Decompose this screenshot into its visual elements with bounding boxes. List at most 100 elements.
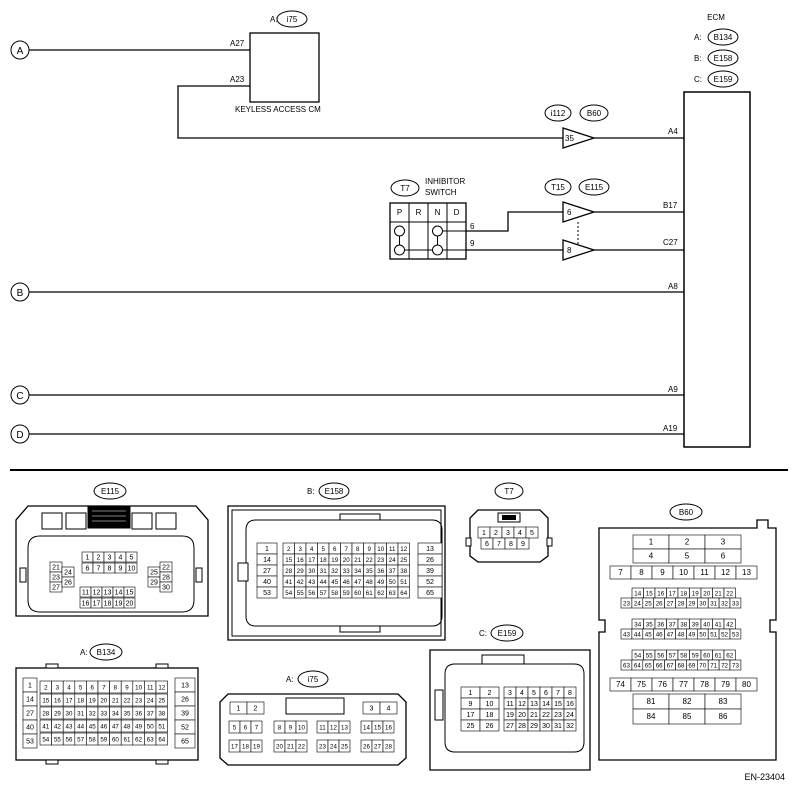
i75-pin-17: 17 <box>231 743 238 750</box>
b134-pin-5: 5 <box>79 684 83 691</box>
e158-pin-64-cell <box>397 586 410 599</box>
e115-pin-25: 25 <box>150 569 158 576</box>
b60-pin-62: 62 <box>726 652 733 659</box>
b60-pin-34: 34 <box>634 621 641 628</box>
e158-pin-47: 47 <box>354 579 361 586</box>
b60-pin-61: 61 <box>715 652 722 659</box>
e158-pin-37: 37 <box>389 568 396 575</box>
b60-pin-80: 80 <box>742 680 751 689</box>
b60-pin-53-cell <box>729 628 742 640</box>
b60-pin-30: 30 <box>699 600 706 607</box>
junction-i112-b60: i112 B60 35 <box>544 104 609 149</box>
b134-pin-39: 39 <box>181 710 189 717</box>
b60-pin-1: 1 <box>649 537 654 546</box>
b60-label: B60 <box>679 508 694 517</box>
b60-pin-21: 21 <box>715 590 722 597</box>
b60-pin-19: 19 <box>692 590 699 597</box>
e158-pin-31: 31 <box>320 568 327 575</box>
ecm-pin-b17: B17 <box>663 201 678 210</box>
b60-pin-57: 57 <box>669 652 676 659</box>
b134-pin-63: 63 <box>147 736 154 743</box>
e115-pin-18: 18 <box>104 600 112 607</box>
e159-pin-22: 22 <box>542 712 550 719</box>
signal-a-marker: A <box>10 40 30 60</box>
b134-pin-38: 38 <box>158 710 165 717</box>
i75-pin-22-cell <box>295 739 308 753</box>
e115-pin-23: 23 <box>52 574 60 581</box>
b60-pin-39: 39 <box>692 621 699 628</box>
b134-pin-62: 62 <box>135 736 142 743</box>
e158-pin-52: 52 <box>426 579 434 586</box>
b60-pin-8: 8 <box>639 568 644 577</box>
i75-pin-4: 4 <box>387 705 391 712</box>
b134-pin-51: 51 <box>158 723 165 730</box>
e115-pin-30: 30 <box>162 584 170 591</box>
b60-pin-15: 15 <box>646 590 653 597</box>
b134-pin-45: 45 <box>89 723 96 730</box>
b134-pin-36: 36 <box>135 710 142 717</box>
e115-pin-5: 5 <box>130 554 134 561</box>
e158-pin-33: 33 <box>343 568 350 575</box>
e158-pin-62: 62 <box>377 590 384 597</box>
i75-pin-20: 20 <box>276 743 283 750</box>
i75-pin-22: 22 <box>298 743 305 750</box>
b134-pin-44: 44 <box>77 723 84 730</box>
i75-pin-10-cell <box>295 720 308 734</box>
junction-t15-e115: T15 E115 6 8 <box>544 178 610 261</box>
b60-pin-7: 7 <box>618 568 623 577</box>
pos-d: D <box>454 208 460 217</box>
i75-label: i75 <box>308 675 319 684</box>
i75-pin-12: 12 <box>330 724 337 731</box>
i75-pin-7: 7 <box>255 724 259 731</box>
b60-pin-67: 67 <box>667 662 674 669</box>
e159-pin-15: 15 <box>554 701 562 708</box>
ecm-conn-b-id: E158 <box>714 54 733 63</box>
wire-a23 <box>177 85 563 139</box>
e115-pin-4: 4 <box>119 554 123 561</box>
b134-pin-54: 54 <box>42 736 49 743</box>
b134-pin-40: 40 <box>26 724 34 731</box>
b134-pin-46: 46 <box>100 723 107 730</box>
e115-pin-15: 15 <box>126 589 134 596</box>
b134-pin-1: 1 <box>28 682 32 689</box>
e158-pin-60: 60 <box>354 590 361 597</box>
b60-pin-47: 47 <box>667 631 674 638</box>
e158-pin-55: 55 <box>297 590 304 597</box>
b60-pin-46: 46 <box>656 631 663 638</box>
b60-pin-53: 53 <box>732 631 739 638</box>
i75-pin-9: 9 <box>289 724 293 731</box>
e159-pin-5: 5 <box>532 690 536 697</box>
e158-pin-46: 46 <box>343 579 350 586</box>
b60-pin-23: 23 <box>623 600 630 607</box>
b60-pin-65: 65 <box>645 662 652 669</box>
e158-pin-9: 9 <box>368 546 372 553</box>
b134-pin-51-cell <box>155 719 168 733</box>
e115-pin-2: 2 <box>97 554 101 561</box>
e159-pin-1: 1 <box>469 690 473 697</box>
i75-pin-10: 10 <box>298 724 305 731</box>
b134-pin-56: 56 <box>66 736 73 743</box>
i75-pin-8: 8 <box>278 724 282 731</box>
e159-pin-25: 25 <box>467 723 475 730</box>
b60-pin-25: 25 <box>645 600 652 607</box>
i75-pin-21: 21 <box>287 743 294 750</box>
pos-p: P <box>397 208 402 217</box>
e159-pin-11: 11 <box>506 701 513 708</box>
b134-pin-59: 59 <box>100 736 107 743</box>
b60-pin-68: 68 <box>678 662 685 669</box>
e158-pin-6: 6 <box>333 546 337 553</box>
e158-label: E158 <box>325 487 344 496</box>
e159-pin-6: 6 <box>544 690 548 697</box>
e158-pin-32: 32 <box>331 568 338 575</box>
e158-pin-35: 35 <box>366 568 373 575</box>
b134-pin-2: 2 <box>44 684 48 691</box>
inhibitor-name-line1: INHIBITOR <box>425 177 466 186</box>
i75-pin-5: 5 <box>233 724 237 731</box>
i75-pin-2-cell <box>246 701 265 715</box>
e159-pin-13: 13 <box>530 701 538 708</box>
b60-pin-14: 14 <box>634 590 641 597</box>
e159-prefix: C: <box>479 629 487 638</box>
e159-pin-26-cell <box>479 719 500 732</box>
